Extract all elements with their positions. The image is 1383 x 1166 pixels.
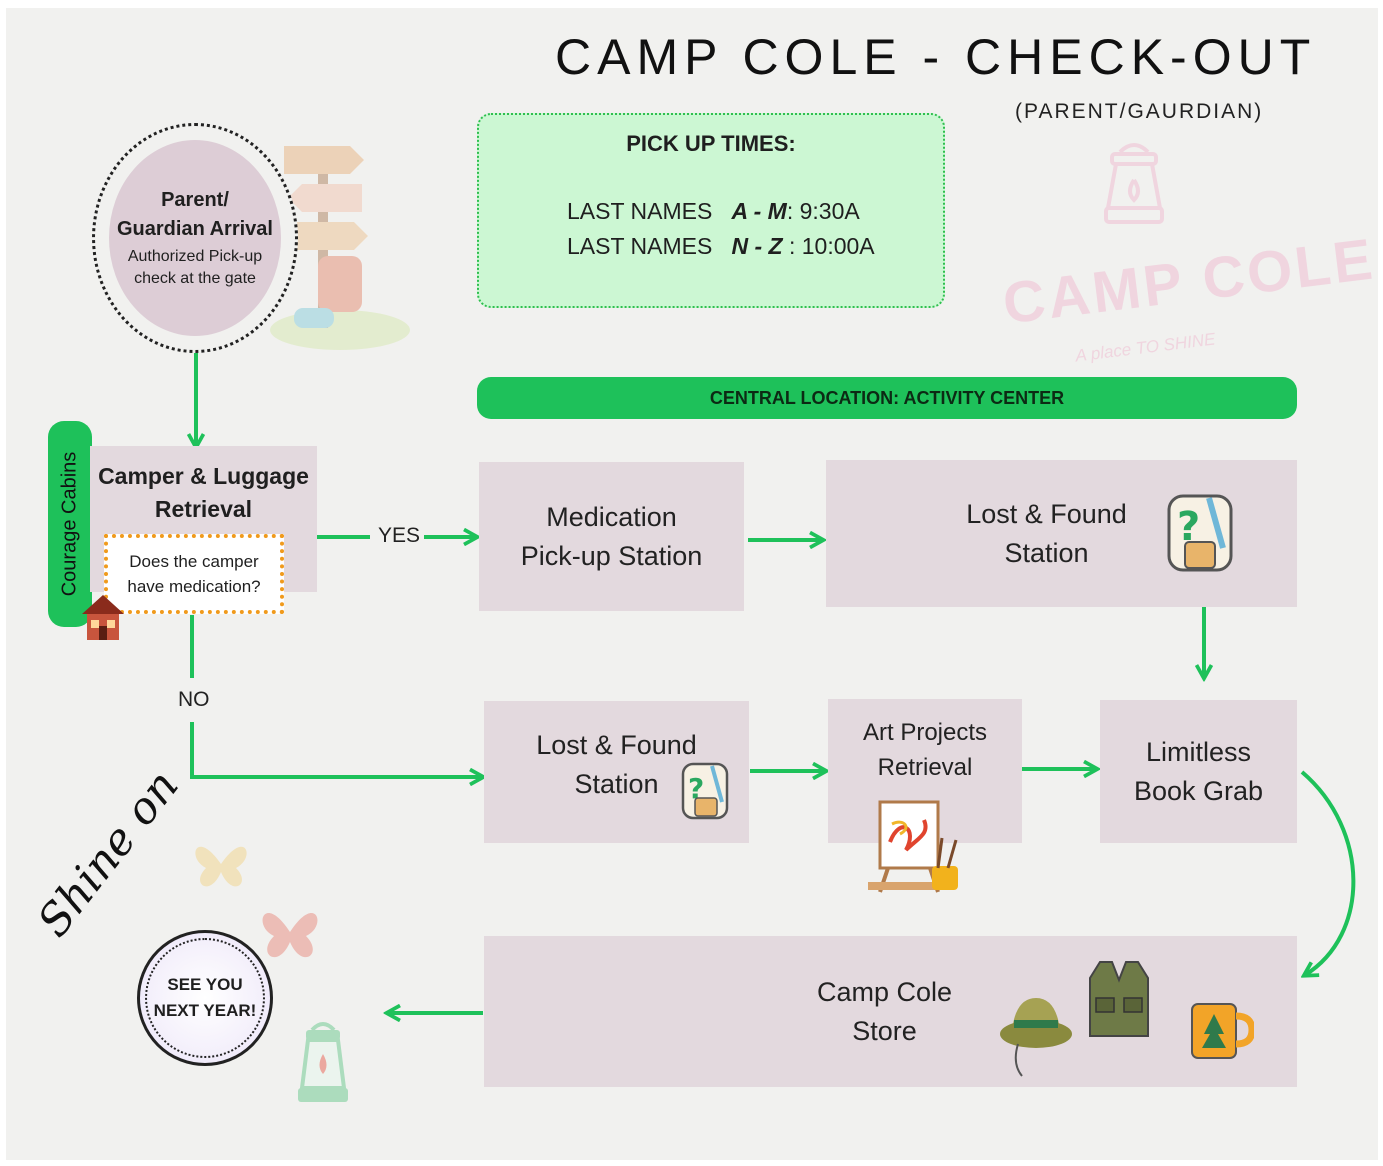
mug-icon: [1191, 1003, 1254, 1059]
medication-question: Does the camper have medication?: [104, 534, 284, 614]
parent-arrival-inner: Parent/ Guardian Arrival Authorized Pick…: [109, 140, 281, 336]
lost-found-station-top-label: Lost & Found Station: [966, 498, 1127, 568]
medication-station-label: Medication Pick-up Station: [520, 501, 703, 571]
camper-luggage-retrieval-title: Camper & Luggage Retrieval: [98, 463, 309, 522]
pickup-times-box: PICK UP TIMES: LAST NAMES A - M: 9:30A L…: [477, 113, 945, 308]
yes-label: YES: [378, 524, 421, 547]
vest-icon: [1089, 961, 1149, 1037]
parent-arrival-title: Parent/ Guardian Arrival: [117, 189, 273, 240]
pickup-time: : 9:30A: [786, 198, 860, 224]
pickup-row: LAST NAMES N - Z : 10:00A: [567, 233, 875, 260]
courage-cabins-tab: Courage Cabins: [48, 421, 92, 627]
pickup-time: : 10:00A: [782, 233, 875, 259]
signpost-icon: [270, 146, 410, 350]
pickup-row: LAST NAMES A - M: 9:30A: [567, 198, 860, 225]
lantern-icon: [298, 1022, 348, 1102]
page-subtitle: (PARENT/GAURDIAN): [1015, 100, 1264, 123]
lost-and-found-icon: ?: [681, 762, 729, 820]
butterfly-icon: [195, 846, 247, 887]
courage-cabins-label: Courage Cabins: [58, 451, 81, 597]
lost-found-station-bottom-label: Lost & Found Station: [536, 730, 697, 799]
book-grab-box: Limitless Book Grab: [1100, 700, 1297, 843]
medication-station-box: Medication Pick-up Station: [479, 462, 744, 611]
lost-and-found-icon: ?: [1167, 494, 1233, 572]
arrow-no-bottom: [190, 722, 482, 777]
pickup-range: N - Z: [731, 233, 783, 259]
see-you-next-year-badge: SEE YOU NEXT YEAR!: [137, 930, 273, 1066]
cabin-icon: [82, 595, 124, 640]
see-you-next-year-label: SEE YOU NEXT YEAR!: [145, 938, 265, 1058]
pickup-range: A - M: [731, 198, 787, 224]
pickup-prefix: LAST NAMES: [567, 198, 713, 224]
butterfly-icon: [262, 912, 318, 958]
parent-arrival-node: Parent/ Guardian Arrival Authorized Pick…: [92, 123, 298, 353]
camp-store-box: Camp Cole Store: [484, 936, 1297, 1087]
book-grab-label: Limitless Book Grab: [1133, 736, 1264, 806]
pickup-prefix: LAST NAMES: [567, 233, 713, 259]
arrow-books-to-store: [1302, 770, 1356, 975]
camp-store-label: Camp Cole Store: [816, 976, 953, 1046]
svg-text:?: ?: [688, 772, 704, 805]
lantern-logo-icon: [1104, 143, 1164, 224]
pickup-times-title: PICK UP TIMES:: [626, 131, 796, 156]
page-title: CAMP COLE - CHECK-OUT: [555, 29, 1317, 85]
central-location-bar: CENTRAL LOCATION: ACTIVITY CENTER: [477, 377, 1297, 419]
svg-text:?: ?: [1177, 504, 1200, 550]
art-projects-label: Art Projects Retrieval: [862, 719, 988, 781]
easel-paint-icon: [868, 800, 958, 893]
no-label: NO: [178, 688, 210, 711]
bucket-hat-icon: [1000, 998, 1072, 1077]
parent-arrival-subtitle: Authorized Pick-up check at the gate: [127, 248, 263, 287]
